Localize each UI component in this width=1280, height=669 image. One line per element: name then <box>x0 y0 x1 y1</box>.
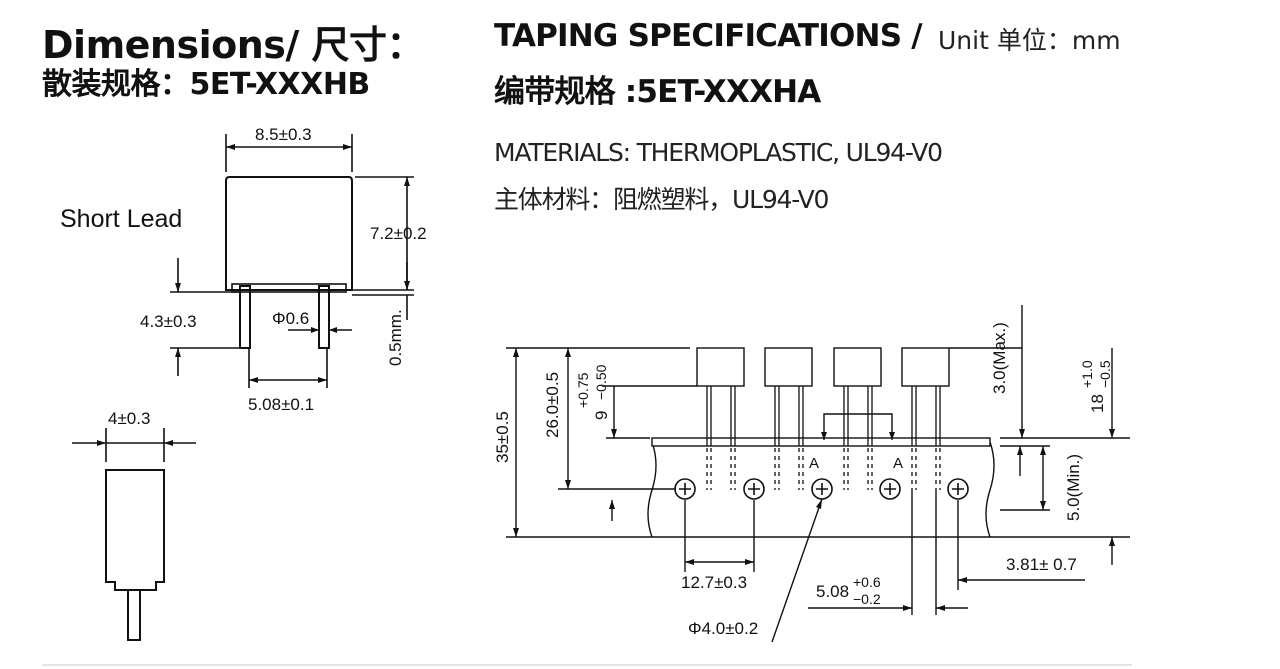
height-dimension: 7.2±0.2 <box>370 224 427 243</box>
hole-diameter-dimension: Φ4.0±0.2 <box>688 619 759 638</box>
lead-clearance-tol-minus: −0.50 <box>593 364 609 400</box>
tape-width-tol-minus: −0.5 <box>1097 360 1113 388</box>
bottom-divider <box>42 664 1132 666</box>
tape-top-band <box>651 437 991 447</box>
lead-diameter-dimension: Φ0.6 <box>272 309 310 328</box>
hole-to-edge-dimension: 5.0(Min.) <box>1064 453 1083 521</box>
lead-clearance-dimension: 9 <box>592 410 611 420</box>
sprocket-holes <box>674 478 969 500</box>
taping-spec-title: 编带规格 :5ET-XXXHA <box>494 74 821 110</box>
lead-spacing-tol-plus: +0.6 <box>853 574 881 590</box>
component-2 <box>764 347 813 387</box>
dimensions-title: Dimensions/ 尺寸： <box>42 23 425 67</box>
lead-length-dimension: 4.3±0.3 <box>140 312 197 331</box>
unit-label: Unit 单位：mm <box>938 26 1121 55</box>
width-dimension: 8.5±0.3 <box>255 125 312 144</box>
section-mark-left: A <box>809 455 820 472</box>
body-to-hole-dimension: 26.0±0.5 <box>543 371 562 438</box>
lead-right <box>318 285 330 349</box>
lead-spacing-tol-minus: −0.2 <box>853 591 881 607</box>
materials-en: MATERIALS: THERMOPLASTIC, UL94-V0 <box>494 138 943 167</box>
hole-pitch-dimension: 12.7±0.3 <box>681 573 748 592</box>
materials-cn: 主体材料：阻燃塑料，UL94-V0 <box>494 185 829 214</box>
component-1 <box>696 347 745 387</box>
body-offset-dimension: 3.0(Max.) <box>990 322 1009 394</box>
lead-pitch-dimension: 5.08±0.1 <box>248 395 315 414</box>
taping-title: TAPING SPECIFICATIONS / <box>494 18 923 54</box>
tape-width-tol-plus: +1.0 <box>1079 360 1095 388</box>
lead-left <box>239 285 251 349</box>
thickness-dimension: 4±0.3 <box>108 409 151 428</box>
component-base <box>231 283 347 293</box>
short-lead-label: Short Lead <box>60 205 183 233</box>
side-view-lead <box>127 589 141 641</box>
tape-width-dimension: 18 <box>1088 394 1107 413</box>
hole-offset-dimension: 3.81± 0.7 <box>1006 555 1077 574</box>
section-mark-right: A <box>893 455 904 472</box>
bulk-spec-title: 散装规格：5ET-XXXHB <box>42 67 370 102</box>
overall-height-dimension: 35±0.5 <box>493 411 512 463</box>
lead-clearance-tol-plus: +0.75 <box>575 372 591 408</box>
component-3 <box>833 347 882 387</box>
component-4 <box>901 347 950 387</box>
lead-spacing-dimension: 5.08 <box>816 582 850 601</box>
side-view-body <box>105 469 165 591</box>
